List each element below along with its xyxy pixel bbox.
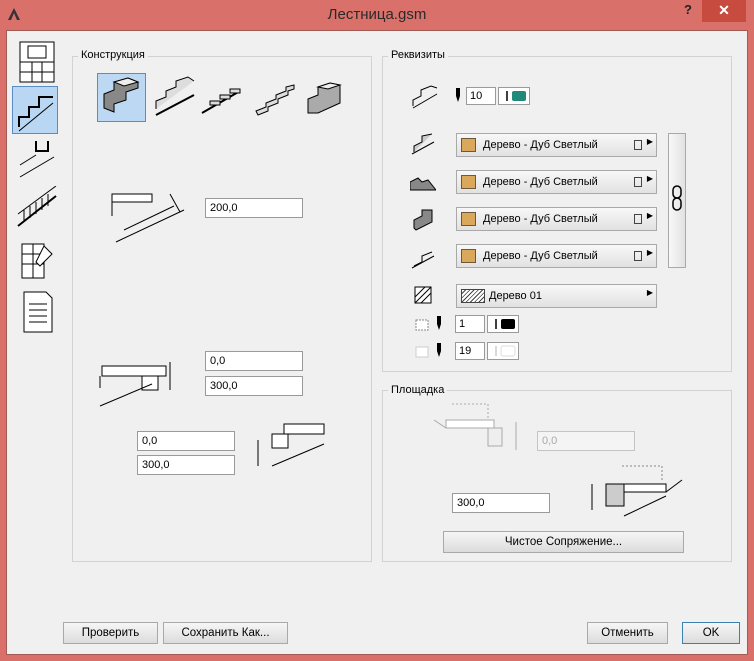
tab-landing-icon[interactable] [14,137,60,185]
fill-background-pen-icon [415,343,445,359]
stair-pen-icon [409,82,439,110]
ok-button[interactable]: OK [682,622,740,644]
thickness-diagram [104,186,192,246]
fill-background-pen-field[interactable]: 19 [455,342,485,360]
triangle-right-icon: ▶ [646,248,653,257]
document-icon [634,177,642,187]
window-title: Лестница.gsm [327,6,427,23]
pen-icon [453,88,463,104]
clean-connection-button[interactable]: Чистое Сопряжение... [443,531,684,553]
tab-plan-view-icon[interactable] [14,38,60,86]
bottom-connection-diagram [250,420,328,472]
pen-color-picker[interactable] [498,87,530,105]
fill-background-color-picker[interactable] [487,342,519,360]
tab-listing-icon[interactable] [14,288,60,336]
material-swatch [461,175,476,189]
tab-construction-icon[interactable] [12,86,58,134]
top-offset-field[interactable]: 0,0 [205,351,303,371]
stair-type-4-button[interactable] [252,73,298,122]
material-1-button[interactable]: Дерево - Дуб Светлый ▶ [456,133,657,157]
document-icon [634,251,642,261]
material-swatch [461,249,476,263]
bottom-depth-field[interactable]: 300,0 [137,455,235,475]
stair-type-3-button[interactable] [200,73,248,122]
landing-label: Площадка [388,384,448,396]
construction-panel [72,56,372,562]
top-connection-diagram [96,358,188,410]
save-as-button[interactable]: Сохранить Как... [163,622,288,644]
stair-type-5-button[interactable] [302,73,348,122]
material-swatch [461,212,476,226]
fill-pen-color-picker[interactable] [487,315,519,333]
help-button[interactable]: ? [684,2,692,17]
pen-field[interactable]: 10 [466,87,496,105]
tab-2d-symbol-icon[interactable] [14,238,60,286]
material-1-icon [410,132,436,156]
cancel-button[interactable]: Отменить [587,622,668,644]
landing-offset-field[interactable]: 0,0 [537,431,635,451]
attributes-label: Реквизиты [388,49,448,61]
document-icon [634,214,642,224]
fill-button[interactable]: Дерево 01 ▶ [456,284,657,308]
bottom-offset-field[interactable]: 0,0 [137,431,235,451]
check-button[interactable]: Проверить [63,622,158,644]
material-2-icon [409,172,438,192]
triangle-right-icon: ▶ [646,211,653,220]
top-depth-field[interactable]: 300,0 [205,376,303,396]
landing-top-diagram [432,398,532,456]
triangle-right-icon: ▶ [646,174,653,183]
material-3-icon [410,208,436,232]
material-2-button[interactable]: Дерево - Дуб Светлый ▶ [456,170,657,194]
material-4-icon [410,246,436,270]
close-button[interactable]: ✕ [702,0,746,22]
material-4-button[interactable]: Дерево - Дуб Светлый ▶ [456,244,657,268]
material-swatch [461,138,476,152]
landing-bottom-diagram [586,460,686,520]
landing-depth-field[interactable]: 300,0 [452,493,550,513]
fill-pattern-swatch [461,289,485,303]
tab-railing-icon[interactable] [14,185,60,234]
fill-pen-field[interactable]: 1 [455,315,485,333]
construction-label: Конструкция [78,49,148,61]
fill-hatch-icon [414,286,432,304]
stair-type-2-button[interactable] [152,73,198,122]
material-3-button[interactable]: Дерево - Дуб Светлый ▶ [456,207,657,231]
triangle-right-icon: ▶ [646,137,653,146]
document-icon [634,140,642,150]
triangle-right-icon: ▶ [646,288,653,297]
link-materials-button[interactable] [668,133,686,268]
fill-pen-icon [415,316,445,332]
thickness-field[interactable]: 200,0 [205,198,303,218]
archicad-app-icon [6,6,22,22]
stair-type-1-button[interactable] [97,73,146,122]
title-bar [0,0,754,30]
